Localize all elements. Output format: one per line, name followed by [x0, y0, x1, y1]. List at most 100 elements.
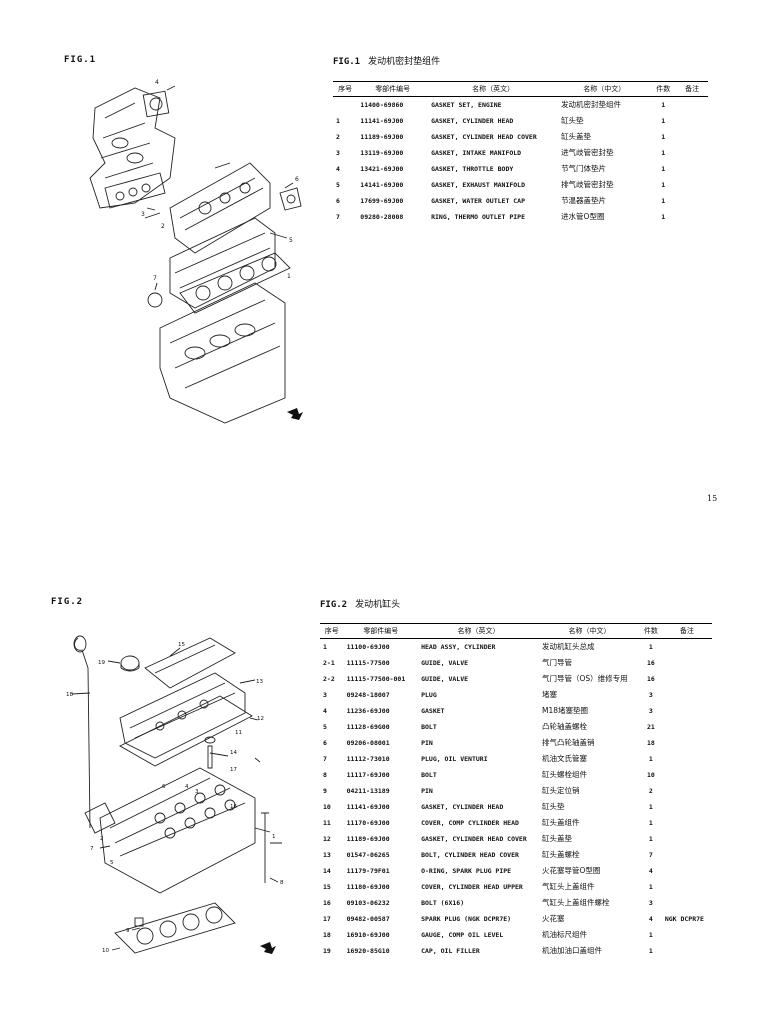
row-note — [662, 943, 712, 959]
fig1-callout-5: 5 — [289, 237, 293, 244]
row-name-cn: 发动机密封垫组件 — [561, 100, 622, 110]
fig2-callout-2: 2 — [100, 836, 104, 842]
row-part-number: 11170-69J00 — [346, 818, 390, 827]
col-part-number: 零部件编号 — [357, 81, 429, 97]
row-number: 13 — [323, 850, 331, 859]
row-name-en: COVER, CYLINDER HEAD UPPER — [421, 882, 523, 891]
row-qty: 1 — [648, 930, 653, 939]
fig1-table-header: 序号 零部件编号 名称（英文） 名称（中文） 件数 备注 — [333, 81, 708, 97]
intake-manifold-shape — [89, 87, 176, 209]
row-qty: 3 — [648, 706, 653, 715]
row-part-number: 11189-69J00 — [360, 132, 404, 141]
row-part-number: 09248-18007 — [346, 690, 390, 699]
row-part-number: 09103-06232 — [346, 898, 390, 907]
cover-gasket-shape — [119, 695, 253, 767]
row-qty: 21 — [646, 722, 655, 731]
row-number: 1 — [323, 642, 327, 651]
fig2-callout-18: 18 — [66, 692, 73, 698]
row-note — [662, 927, 712, 943]
row-number: 17 — [323, 914, 331, 923]
col-name-cn: 名称（中文） — [539, 623, 640, 639]
fig2-callout-17: 17 — [230, 767, 237, 773]
row-note — [662, 671, 712, 687]
fig1-callout-1: 1 — [287, 273, 291, 280]
row-number: 5 — [323, 722, 327, 731]
row-note — [676, 177, 708, 193]
fig2-callout-12: 12 — [257, 716, 264, 722]
row-qty: 1 — [648, 754, 653, 763]
row-name-cn: 机油文氏管塞 — [542, 754, 588, 763]
row-name-cn: 机油加油口盖组件 — [542, 946, 603, 955]
row-name-en: BOLT (6X16) — [421, 898, 465, 907]
fig2-cylinder-head-diagram: 18 19 15 13 12 14 17 11 1 8 16 7 2 5 3 4… — [66, 635, 284, 954]
row-note — [662, 815, 712, 831]
row-qty: 1 — [661, 164, 666, 173]
row-part-number: 16920-85G10 — [346, 946, 390, 955]
direction-arrow-icon — [287, 408, 303, 420]
row-qty: 7 — [648, 850, 653, 859]
cylinder-head-shape — [99, 767, 256, 894]
row-qty: 1 — [648, 834, 653, 843]
row-qty: 3 — [648, 690, 653, 699]
spark-plug-shape — [207, 745, 213, 769]
row-name-cn: 节气门体垫片 — [561, 164, 607, 173]
head-gasket-shape — [179, 252, 291, 314]
row-note — [662, 895, 712, 911]
fig2-callout-8: 8 — [280, 880, 284, 886]
row-name-cn: 气缸头上盖组件螺栓 — [542, 898, 610, 907]
row-number: 16 — [323, 898, 331, 907]
row-part-number: 11115-77500-001 — [346, 674, 406, 683]
row-name-en: GASKET, CYLINDER HEAD — [421, 802, 504, 811]
row-name-cn: 机油标尺组件 — [542, 930, 588, 939]
fig2-callout-14: 14 — [230, 750, 237, 756]
row-name-en: GUIDE, VALVE — [421, 658, 469, 667]
row-name-cn: 缸头垫 — [561, 116, 584, 125]
row-note: NGK DCPR7E — [664, 914, 704, 923]
row-name-en: HEAD ASSY, CYLINDER — [421, 642, 496, 651]
head-cover-shape — [169, 162, 271, 254]
row-name-en: O-RING, SPARK PLUG PIPE — [421, 866, 512, 875]
fig1-callout-4: 4 — [155, 79, 159, 86]
row-number: 5 — [336, 180, 340, 189]
fig1-title-cn: 发动机密封垫组件 — [368, 57, 441, 67]
row-name-cn: 气门导管（OS）维修专用 — [542, 674, 628, 683]
exhaust-gasket-shape — [104, 172, 166, 209]
row-qty: 4 — [648, 914, 653, 923]
col-part-number: 零部件编号 — [343, 623, 419, 639]
row-name-cn: 凸轮轴盖螺栓 — [542, 722, 588, 731]
row-name-cn: 发动机缸头总成 — [542, 642, 595, 652]
row-number: 2 — [336, 132, 340, 141]
fig2-callout-4: 4 — [185, 784, 189, 790]
fig1-title-code: FIG.1 — [333, 57, 361, 67]
row-qty: 10 — [646, 770, 655, 779]
row-number: 2-2 — [323, 674, 335, 683]
row-name-en: GASKET, THROTTLE BODY — [431, 164, 514, 173]
row-qty: 1 — [648, 802, 653, 811]
row-number: 9 — [323, 786, 327, 795]
row-number: 11 — [323, 818, 331, 827]
row-name-cn: M18堵塞垫圈 — [542, 706, 589, 715]
row-qty: 1 — [648, 882, 653, 891]
row-qty: 3 — [648, 898, 653, 907]
fig2-callout-6: 6 — [162, 784, 166, 790]
row-name-cn: 缸头垫 — [542, 802, 565, 811]
fig1-title: FIG.1 发动机密封垫组件 — [333, 54, 440, 67]
row-name-en: GASKET — [421, 706, 445, 715]
cylinder-head-shape — [169, 217, 276, 309]
row-part-number: 11400-69860 — [360, 100, 404, 109]
row-part-number: 11179-79F01 — [346, 866, 390, 875]
row-name-en: GASKET, CYLINDER HEAD COVER — [431, 132, 537, 141]
row-name-en: PLUG — [421, 690, 437, 699]
head-bolt-shape — [261, 812, 269, 883]
row-qty: 1 — [661, 132, 666, 141]
